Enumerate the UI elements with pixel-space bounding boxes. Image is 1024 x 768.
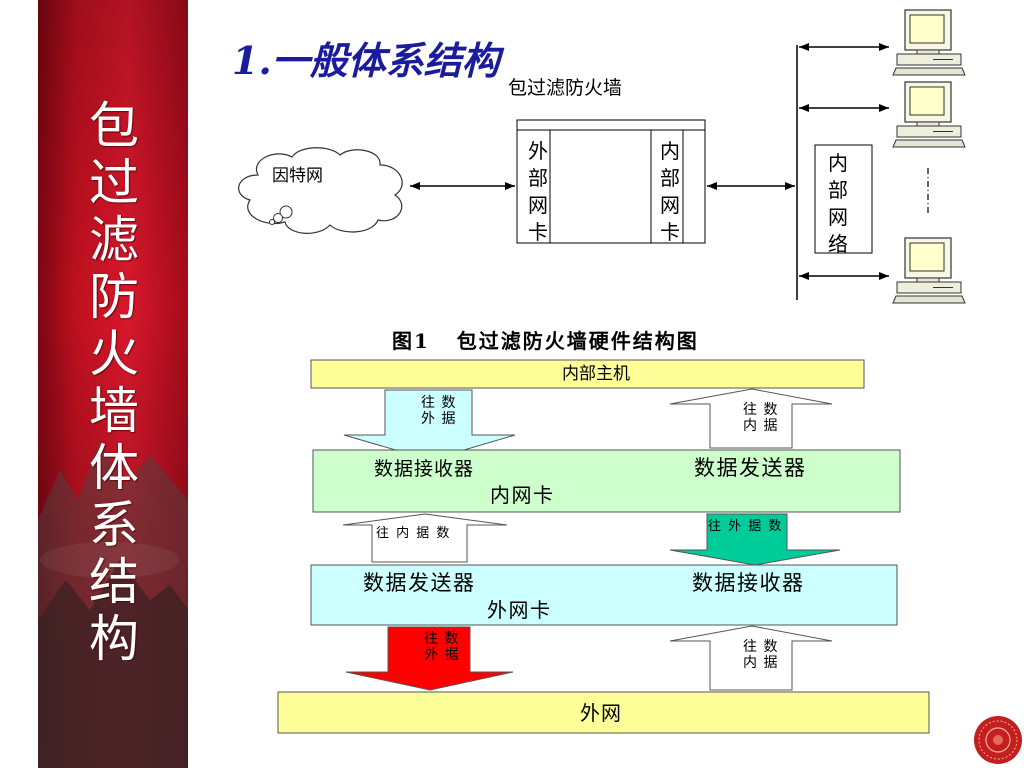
monitor-screen	[909, 14, 945, 44]
keyboard	[892, 295, 966, 304]
computer-case	[896, 125, 962, 138]
outer-nic-sender-label: 数据发送器	[363, 571, 476, 595]
desktop-computer-icon	[892, 81, 966, 148]
outer-nic-to-network-arrow	[345, 626, 514, 691]
inner-nic-to-host-label: 往 数 内 据	[743, 402, 779, 434]
inner-to-outer-nic-label: 往 外 据 数	[708, 519, 783, 534]
inner-nic-to-host-arrow	[669, 388, 833, 449]
cloud-bubble	[273, 213, 283, 223]
external-network-box	[277, 691, 930, 734]
monitor-stand	[916, 277, 940, 283]
cloud-bubble	[279, 205, 293, 219]
desktop-computer-icon	[892, 9, 966, 76]
internal-nic-label: 内部网卡	[660, 139, 680, 244]
internal-host-label: 内部主机	[562, 364, 630, 384]
slide-heading: 1.一般体系结构	[232, 38, 500, 83]
inner-nic-title: 内网卡	[490, 483, 555, 507]
sidebar-band-shade	[38, 0, 188, 768]
seal-logo	[974, 716, 1022, 764]
internal-host-box	[310, 359, 865, 389]
inner-nic-panel	[312, 449, 901, 513]
seal-core	[993, 735, 1003, 745]
internet-cloud	[238, 147, 403, 234]
outer-nic-title: 外网卡	[487, 598, 552, 622]
firewall-label: 包过滤防火墙	[508, 77, 623, 99]
seal-ring-middle	[985, 727, 1011, 753]
figure-caption: 图1 包过滤防火墙硬件结构图	[392, 329, 699, 353]
computer-case	[896, 53, 962, 66]
network-to-outer-nic-label: 往 数 内 据	[743, 639, 779, 671]
internal-network-box	[814, 144, 873, 254]
seal-ring-outer	[978, 720, 1018, 760]
keyboard	[892, 67, 966, 76]
desktop-computer-icon	[892, 237, 966, 304]
host-to-inner-nic-arrow	[343, 389, 516, 461]
external-network-label: 外网	[580, 701, 622, 725]
host-to-inner-nic-label: 往 数 外 据	[421, 395, 457, 427]
cloud-bubble	[269, 219, 275, 225]
outer-to-inner-nic-label: 往 内 据 数	[376, 526, 451, 541]
inner-to-outer-nic-arrow	[669, 513, 841, 566]
internal-network-label: 内部网络	[828, 151, 848, 256]
internal-nic-box	[650, 129, 684, 244]
outer-to-inner-nic-arrow	[342, 513, 508, 563]
network-to-outer-nic-arrow	[669, 625, 833, 691]
keyboard	[892, 139, 966, 148]
monitor-stand	[916, 49, 940, 55]
external-nic-label: 外部网卡	[528, 139, 548, 244]
outer-nic-receiver-label: 数据接收器	[692, 571, 805, 595]
monitor-screen	[909, 86, 945, 116]
monitor-stand	[916, 121, 940, 127]
inner-nic-receiver-label: 数据接收器	[374, 458, 475, 480]
outer-nic-to-network-label: 往 数 外 据	[424, 631, 460, 663]
computer-case	[896, 281, 962, 294]
internet-label: 因特网	[272, 166, 323, 186]
external-nic-box	[516, 129, 551, 244]
inner-nic-sender-label: 数据发送器	[694, 456, 807, 480]
sidebar-title: 包过滤防火墙体系结构	[89, 97, 139, 668]
monitor-screen	[909, 242, 945, 272]
outer-nic-panel	[310, 564, 898, 626]
